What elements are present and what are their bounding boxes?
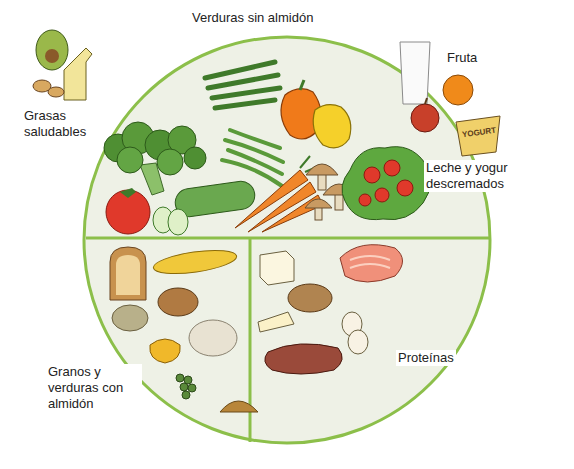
section-label: Verduras sin almidón bbox=[190, 10, 315, 26]
salad bbox=[342, 147, 431, 220]
broccoli bbox=[104, 122, 206, 195]
orange bbox=[443, 75, 473, 105]
cheese bbox=[258, 312, 294, 332]
cucumber-slice bbox=[168, 209, 188, 235]
apple bbox=[411, 104, 439, 132]
corn bbox=[152, 246, 238, 277]
section-label: Proteínas bbox=[396, 350, 456, 366]
egg bbox=[348, 330, 368, 354]
cucumber bbox=[173, 180, 256, 219]
tomato-leaf bbox=[120, 188, 136, 198]
section-label: Leche y yogur descremados bbox=[424, 160, 538, 192]
bread bbox=[110, 247, 146, 300]
steak bbox=[265, 344, 342, 374]
green-beans bbox=[222, 130, 283, 186]
oil-bottle bbox=[64, 48, 92, 100]
peas bbox=[176, 374, 196, 399]
section-label: Fruta bbox=[445, 50, 479, 66]
avocado-pit bbox=[45, 49, 59, 63]
salmon-lines bbox=[350, 256, 390, 268]
milk-glass bbox=[400, 42, 430, 104]
pasta bbox=[150, 339, 180, 363]
pepper-stem bbox=[300, 80, 304, 90]
avocado bbox=[36, 30, 68, 70]
rice bbox=[189, 320, 237, 356]
plate-divider bbox=[86, 237, 489, 240]
potato bbox=[158, 288, 198, 316]
salmon bbox=[340, 245, 403, 282]
plate bbox=[84, 37, 490, 443]
section-label: Grasas saludables bbox=[22, 108, 106, 140]
grains bbox=[112, 305, 148, 331]
section-label: Granos y verduras con almidón bbox=[46, 364, 142, 412]
asparagus bbox=[205, 62, 280, 108]
apple-stem bbox=[425, 98, 427, 104]
lentils bbox=[220, 401, 258, 412]
yellow-pepper bbox=[313, 105, 351, 148]
yogurt-cup bbox=[456, 116, 500, 156]
bread-crumb bbox=[116, 255, 140, 295]
chicken bbox=[288, 284, 332, 312]
carrots bbox=[235, 170, 323, 232]
nut bbox=[48, 87, 64, 97]
tofu bbox=[260, 251, 294, 285]
